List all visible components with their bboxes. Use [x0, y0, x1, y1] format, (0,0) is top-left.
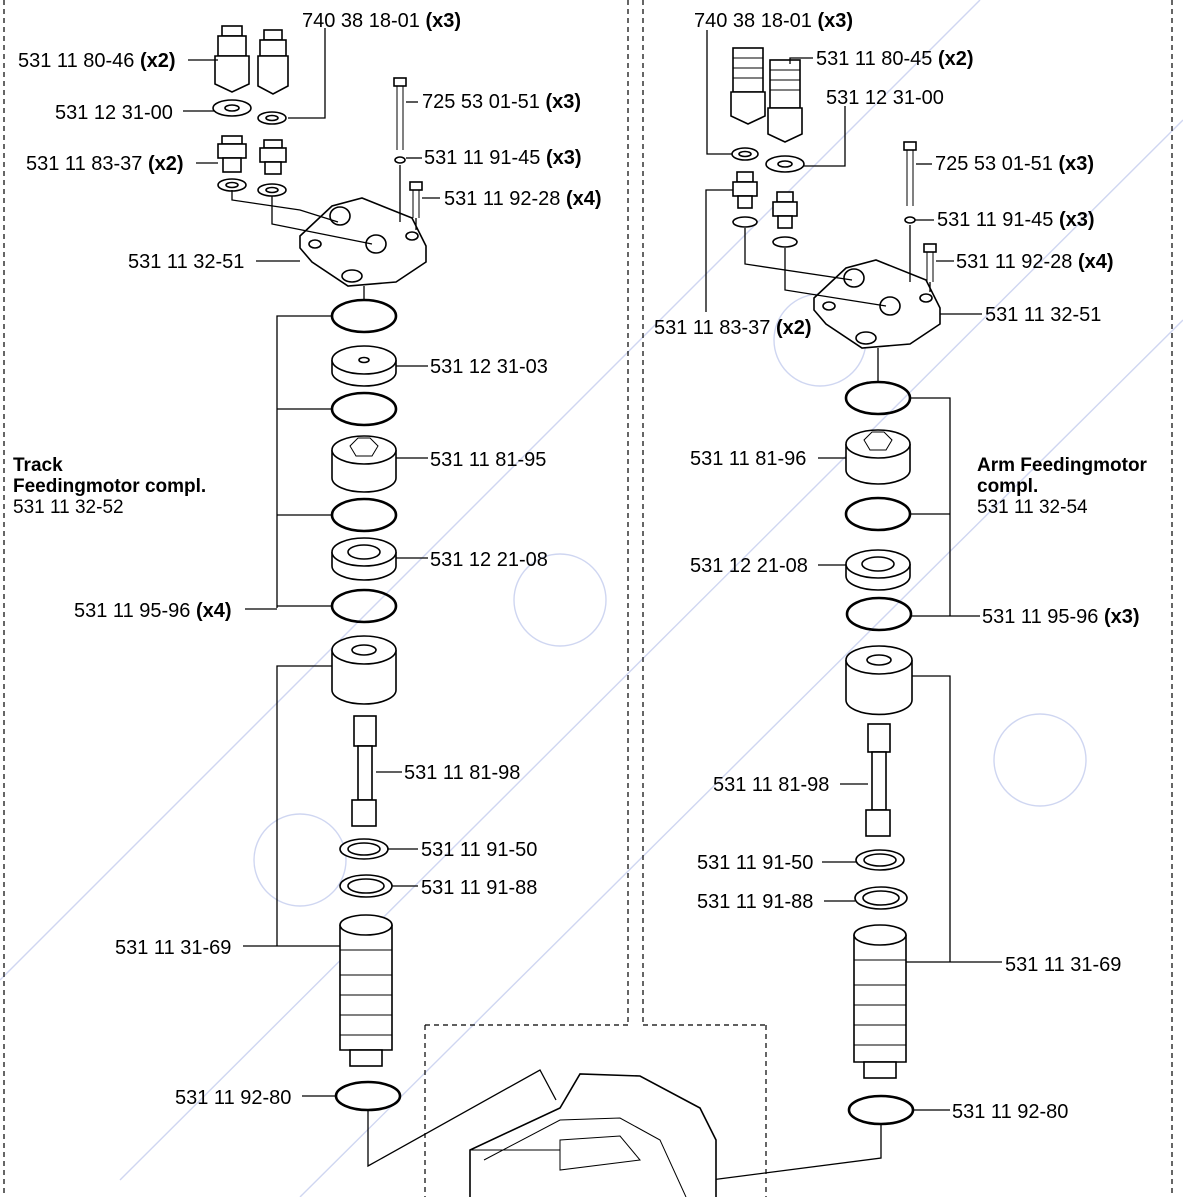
left-assembly-title: Track	[13, 455, 63, 476]
callout-left-531-11-81-98: 531 11 81-98	[404, 762, 520, 784]
callout-right-531-11-92-80: 531 11 92-80	[952, 1101, 1068, 1123]
left-assembly-part-no: 531 11 32-52	[13, 497, 124, 518]
callout-right-725-53-01-51: 725 53 01-51 (x3)	[935, 153, 1094, 175]
callout-left-531-12-31-00: 531 12 31-00	[55, 102, 173, 124]
right-assembly-title: Arm Feedingmotor	[977, 455, 1148, 476]
callout-right-531-11-91-50: 531 11 91-50	[697, 852, 813, 874]
callout-left-531-12-21-08: 531 12 21-08	[430, 549, 548, 571]
right-nipple-2	[772, 191, 798, 229]
dashed-frame	[3, 0, 1173, 1197]
callout-left-725-53-01-51: 725 53 01-51 (x3)	[422, 91, 581, 113]
callout-right-531-12-21-08: 531 12 21-08	[690, 555, 808, 577]
left-fitting-1	[214, 25, 250, 93]
right-bearing-housing	[845, 645, 913, 716]
callout-left-531-11-91-50: 531 11 91-50	[421, 839, 537, 861]
callout-left-531-11-83-37: 531 11 83-37 (x2)	[26, 153, 184, 175]
left-plate-2	[331, 537, 397, 581]
left-nipple-1	[217, 135, 247, 173]
callout-left-740-38-18-01: 740 38 18-01 (x3)	[302, 10, 461, 32]
callout-right-531-11-81-98: 531 11 81-98	[713, 774, 829, 796]
left-bearing-housing	[331, 635, 397, 705]
right-main-housing	[853, 924, 907, 1079]
right-assembly-title-line2: compl.	[977, 476, 1038, 497]
left-assembly-title-line2: Feedingmotor compl.	[13, 476, 206, 497]
callout-right-531-11-31-69: 531 11 31-69	[1005, 954, 1121, 976]
callout-left-531-11-80-46: 531 11 80-46 (x2)	[18, 50, 176, 72]
right-fitting-2	[767, 59, 803, 143]
callout-right-531-11-92-28: 531 11 92-28 (x4)	[956, 251, 1114, 273]
callout-right-531-11-91-88: 531 11 91-88	[697, 891, 813, 913]
right-plate	[845, 549, 911, 591]
callout-right-531-11-91-45: 531 11 91-45 (x3)	[937, 209, 1095, 231]
left-main-housing	[339, 914, 393, 1067]
chassis-fragment	[469, 1073, 717, 1197]
right-shaft	[865, 723, 891, 837]
right-labels: 740 38 18-01 (x3) 531 11 80-45 (x2) 531 …	[654, 10, 1148, 1123]
right-assembly-drawing	[679, 47, 1002, 1185]
callout-left-531-11-91-88: 531 11 91-88	[421, 877, 537, 899]
callout-right-531-11-83-37: 531 11 83-37 (x2)	[654, 317, 812, 339]
callout-left-531-11-31-69: 531 11 31-69	[115, 937, 231, 959]
left-plate-1	[331, 345, 397, 387]
right-nipple-1	[732, 171, 758, 209]
left-fitting-2	[257, 29, 289, 95]
callout-right-531-11-95-96: 531 11 95-96 (x3)	[982, 606, 1140, 628]
callout-left-531-11-95-96: 531 11 95-96 (x4)	[74, 600, 232, 622]
callout-left-531-12-31-03: 531 12 31-03	[430, 356, 548, 378]
callout-right-531-11-80-45: 531 11 80-45 (x2)	[816, 48, 974, 70]
left-assembly-drawing	[212, 25, 557, 1168]
left-nipple-2	[259, 139, 287, 175]
left-shaft	[351, 715, 377, 827]
right-fitting-1	[730, 47, 766, 125]
callout-left-531-11-92-80: 531 11 92-80	[175, 1087, 291, 1109]
right-assembly-part-no: 531 11 32-54	[977, 497, 1088, 518]
right-gear-set	[845, 429, 911, 485]
left-gear-set	[331, 435, 397, 493]
callout-right-740-38-18-01: 740 38 18-01 (x3)	[694, 10, 853, 32]
left-labels: 531 11 80-46 (x2) 740 38 18-01 (x3) 531 …	[13, 10, 602, 1109]
callout-right-531-12-31-00: 531 12 31-00	[826, 87, 944, 109]
callout-left-531-11-81-95: 531 11 81-95	[430, 449, 546, 471]
callout-left-531-11-32-51: 531 11 32-51	[128, 251, 244, 273]
callout-left-531-11-92-28: 531 11 92-28 (x4)	[444, 188, 602, 210]
callout-right-531-11-81-96: 531 11 81-96	[690, 448, 806, 470]
callout-right-531-11-32-51: 531 11 32-51	[985, 304, 1101, 326]
callout-left-531-11-91-45: 531 11 91-45 (x3)	[424, 147, 582, 169]
